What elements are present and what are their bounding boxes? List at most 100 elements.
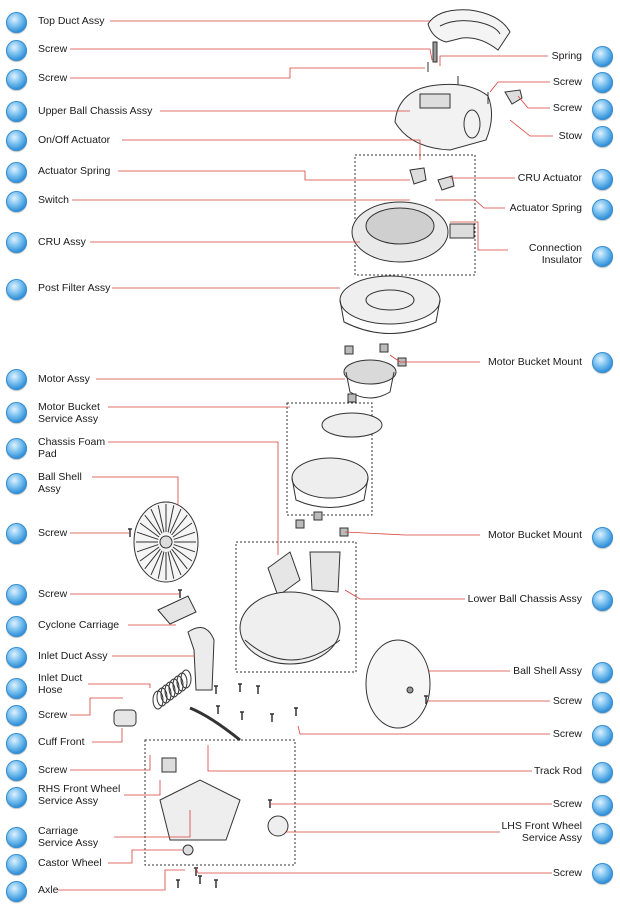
leader-line — [70, 48, 433, 61]
spring-shape — [432, 41, 438, 63]
leader-line — [122, 139, 421, 160]
leader-line — [108, 441, 279, 555]
motor-bucket-top — [321, 412, 383, 438]
spoke — [150, 550, 163, 576]
part-link-button-right[interactable] — [592, 662, 613, 683]
part-link-button-left[interactable] — [6, 438, 27, 459]
spoke — [167, 505, 175, 533]
part-link-button-right[interactable] — [592, 99, 613, 120]
part-link-button-left[interactable] — [6, 162, 27, 183]
part-link-button-left[interactable] — [6, 40, 27, 61]
part-link-button-right[interactable] — [592, 725, 613, 746]
part-link-button-left[interactable] — [6, 402, 27, 423]
leader-line — [297, 725, 550, 735]
part-link-button-left[interactable] — [6, 854, 27, 875]
part-link-button-right[interactable] — [592, 795, 613, 816]
part-link-button-left[interactable] — [6, 130, 27, 151]
part-link-button-left[interactable] — [6, 69, 27, 90]
part-link-button-left[interactable] — [6, 279, 27, 300]
part-label: Screw — [553, 76, 582, 88]
part-link-button-right[interactable] — [592, 46, 613, 67]
part-link-button-right[interactable] — [592, 762, 613, 783]
part-label-line: Screw — [552, 728, 582, 740]
part-link-button-left[interactable] — [6, 647, 27, 668]
leader-line — [344, 589, 465, 600]
lower-chassis-arc — [244, 639, 341, 661]
upper-chassis-top — [419, 93, 451, 109]
part-link-button-left[interactable] — [6, 616, 27, 637]
leader-line — [92, 476, 179, 505]
part-link-button-right[interactable] — [592, 169, 613, 190]
part-link-button-left[interactable] — [6, 733, 27, 754]
part-link-button-right[interactable] — [592, 527, 613, 548]
part-link-button-right[interactable] — [592, 823, 613, 844]
part-link-button-left[interactable] — [6, 523, 27, 544]
part-label-line: Screw — [552, 76, 582, 88]
leader-line — [92, 728, 123, 743]
hose-ring — [180, 669, 192, 689]
leader-line — [489, 81, 550, 93]
part-label-line: Screw — [552, 867, 582, 879]
part-label-line: Post Filter Assy — [38, 282, 111, 294]
part-link-button-right[interactable] — [592, 590, 613, 611]
motor-bucket-shape — [291, 457, 369, 499]
part-link-button-left[interactable] — [6, 12, 27, 33]
part-link-button-right[interactable] — [592, 199, 613, 220]
spoke — [171, 514, 188, 536]
part-link-button-left[interactable] — [6, 760, 27, 781]
leader-line — [88, 683, 151, 688]
motor-shape — [343, 359, 397, 385]
spoke — [139, 522, 160, 538]
leader-line — [58, 869, 185, 891]
part-link-button-left[interactable] — [6, 369, 27, 390]
spoke — [144, 514, 161, 536]
part-label-line: Carriage — [38, 825, 79, 837]
part-label-line: On/Off Actuator — [38, 134, 111, 146]
leader-line — [195, 867, 552, 874]
part-link-button-left[interactable] — [6, 101, 27, 122]
part-label-line: Screw — [38, 588, 68, 600]
part-link-button-left[interactable] — [6, 191, 27, 212]
part-link-button-left[interactable] — [6, 473, 27, 494]
part-label-line: Upper Ball Chassis Assy — [38, 105, 153, 117]
part-label: Castor Wheel — [38, 857, 102, 869]
part-link-button-right[interactable] — [592, 692, 613, 713]
part-link-button-right[interactable] — [592, 352, 613, 373]
part-link-button-right[interactable] — [592, 126, 613, 147]
spoke — [157, 505, 165, 533]
part-link-button-left[interactable] — [6, 584, 27, 605]
part-link-button-left[interactable] — [6, 705, 27, 726]
motor-bucket-side — [291, 477, 369, 508]
part-label: Track Rod — [534, 765, 582, 777]
part-link-button-right[interactable] — [592, 863, 613, 884]
part-link-button-left[interactable] — [6, 881, 27, 902]
spoke — [173, 531, 196, 540]
connection-insulator-shape — [449, 223, 475, 239]
motor-bucket-mount-shape — [344, 345, 354, 355]
part-link-button-left[interactable] — [6, 678, 27, 699]
spoke — [136, 544, 159, 553]
lower-chassis-box — [235, 541, 357, 673]
part-link-button-left[interactable] — [6, 232, 27, 253]
part-label: Ball Shell Assy — [513, 665, 582, 677]
part-link-button-left[interactable] — [6, 787, 27, 808]
part-link-button-right[interactable] — [592, 72, 613, 93]
part-label: On/Off Actuator — [38, 134, 110, 146]
part-label-line: Screw — [38, 527, 68, 539]
part-link-button-right[interactable] — [592, 246, 613, 267]
part-label: Cuff Front — [38, 736, 85, 748]
spoke — [144, 548, 161, 570]
part-link-button-left[interactable] — [6, 827, 27, 848]
cru-core — [365, 207, 435, 245]
parts-group — [113, 9, 523, 888]
part-label-line: Motor Bucket Mount — [488, 529, 582, 541]
spoke — [139, 546, 160, 562]
part-label: Screw — [553, 102, 582, 114]
part-label: Screw — [38, 527, 67, 539]
part-label-line: Actuator Spring — [38, 165, 111, 177]
